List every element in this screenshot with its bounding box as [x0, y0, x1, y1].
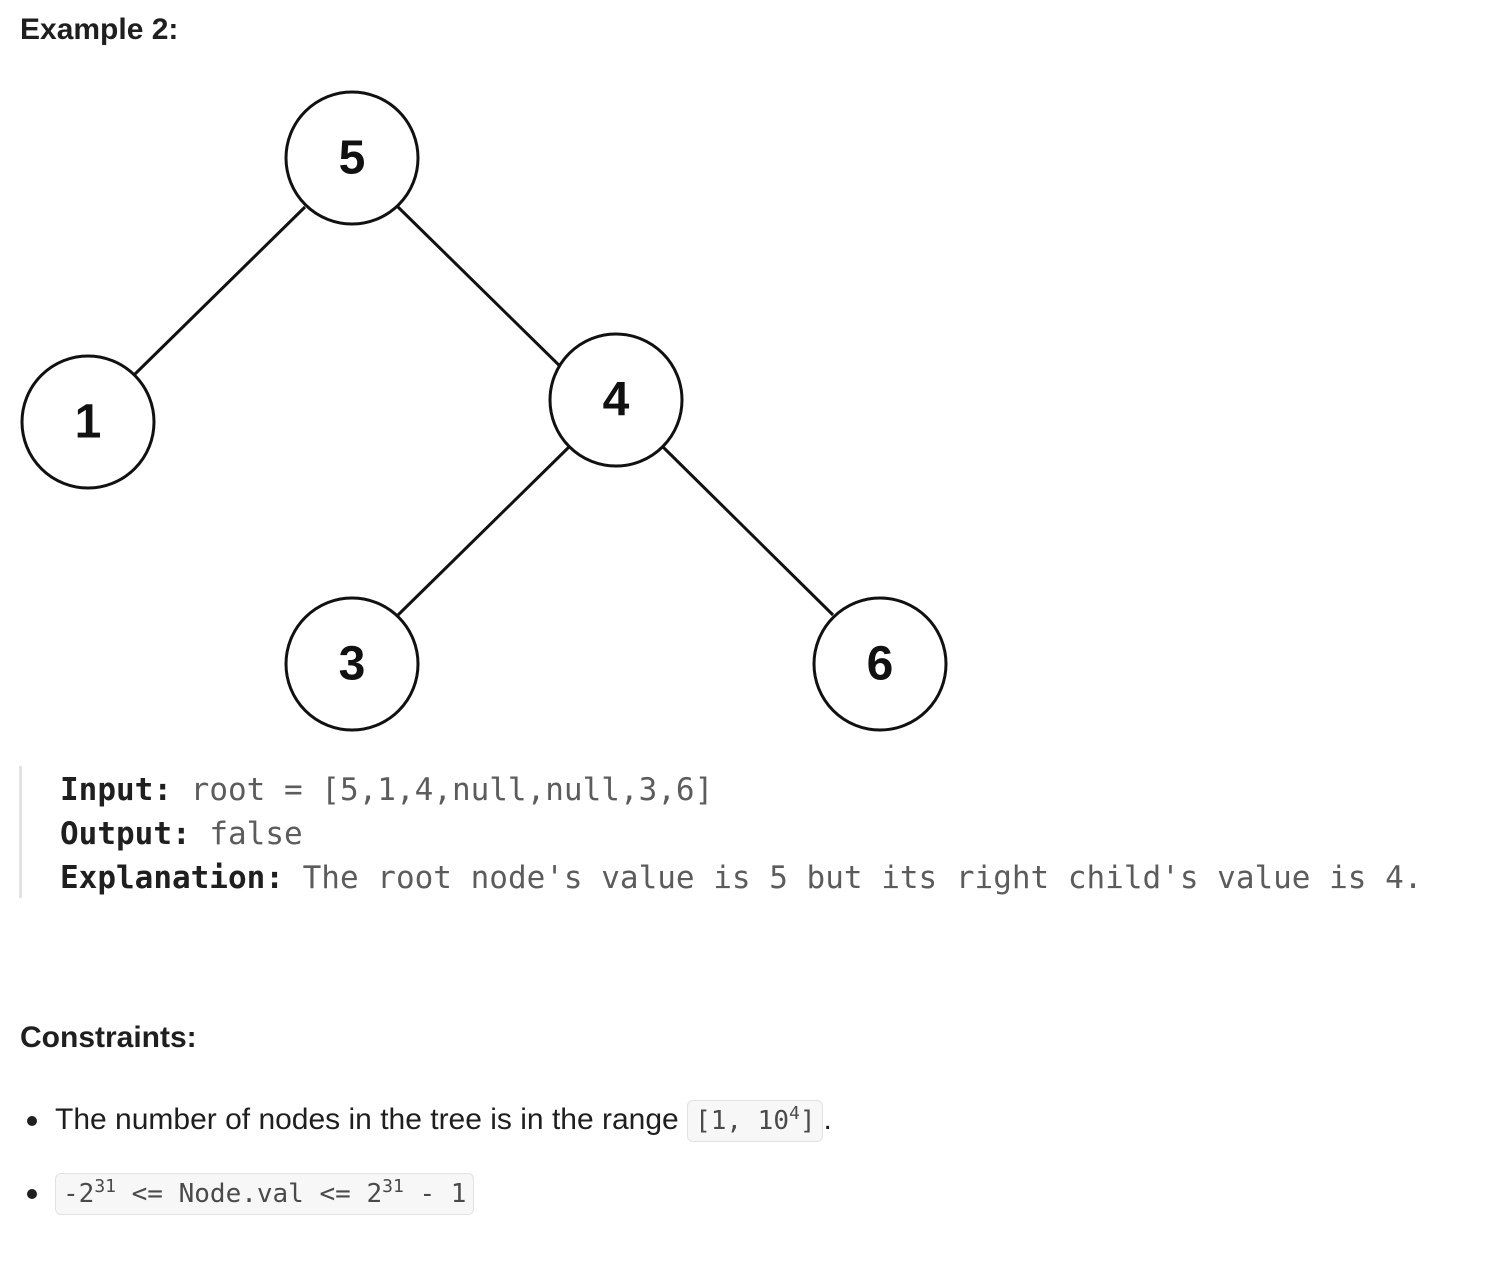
node-range-code: [1, 104] [687, 1100, 824, 1143]
code-part: <= Node.val <= 2 [116, 1179, 383, 1210]
code-superscript: 31 [382, 1176, 404, 1198]
input-label: Input: [60, 772, 172, 808]
tree-node-left: 1 [20, 354, 156, 490]
output-line: Output: false [60, 812, 1459, 856]
output-value: false [209, 816, 303, 852]
code-part: -2 [63, 1179, 95, 1210]
tree-node-right-right: 6 [812, 596, 948, 732]
input-value: root = [5,1,4,null,null,3,6] [190, 772, 714, 808]
output-label: Output: [60, 816, 191, 852]
value-range-code: -231 <= Node.val <= 231 - 1 [55, 1173, 475, 1216]
tree-node-root: 5 [284, 90, 420, 226]
tree-node-label: 3 [339, 638, 366, 691]
edge-5-4 [396, 205, 571, 377]
constraint-value-range: -231 <= Node.val <= 231 - 1 [0, 1171, 832, 1216]
code-superscript: 4 [788, 1103, 800, 1125]
bullet-icon [27, 1189, 37, 1199]
bullet-icon [27, 1116, 37, 1126]
explanation-label: Explanation: [60, 860, 284, 896]
edge-4-6 [661, 445, 835, 617]
constraints-heading: Constraints: [20, 1021, 197, 1054]
code-part: - 1 [403, 1179, 467, 1210]
tree-node-right-left: 3 [284, 596, 420, 732]
example-io-block: Input: root = [5,1,4,null,null,3,6]Outpu… [19, 766, 1459, 898]
input-line: Input: root = [5,1,4,null,null,3,6] [60, 768, 1459, 812]
example-heading: Example 2: [20, 13, 179, 46]
code-part: [1, 10 [695, 1106, 789, 1137]
tree-node-label: 6 [867, 638, 894, 691]
binary-tree-diagram: 5 1 4 3 6 [20, 90, 948, 732]
edge-4-3 [396, 445, 571, 617]
code-part: ] [799, 1106, 816, 1137]
constraint-node-count: The number of nodes in the tree is in th… [0, 1098, 832, 1143]
explanation-line: Explanation: The root node's value is 5 … [60, 856, 1459, 900]
code-superscript: 31 [94, 1176, 116, 1198]
explanation-value: The root node's value is 5 but its right… [302, 860, 1423, 896]
constraint-period: . [823, 1103, 832, 1136]
constraints-list: The number of nodes in the tree is in th… [0, 1090, 832, 1216]
constraint-text: The number of nodes in the tree is in th… [55, 1103, 688, 1136]
tree-node-label: 4 [603, 374, 630, 427]
tree-node-label: 5 [339, 132, 366, 185]
tree-node-label: 1 [75, 396, 102, 449]
edge-5-1 [132, 205, 307, 377]
tree-node-right: 4 [548, 332, 684, 468]
